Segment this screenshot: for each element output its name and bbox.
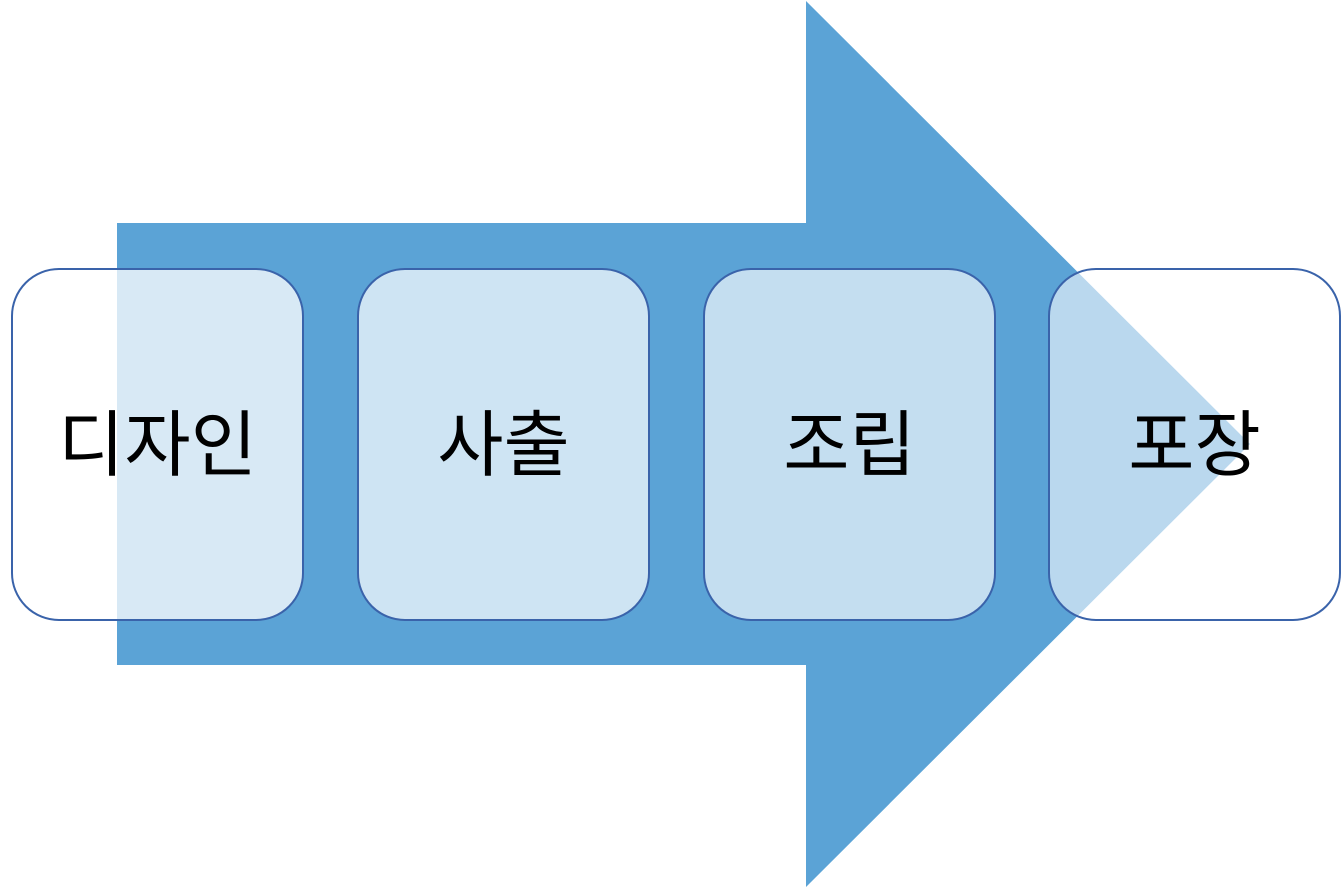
step-box-packaging: 포장 xyxy=(1048,268,1341,621)
step-label-injection: 사출 xyxy=(437,402,570,487)
arrow-shape xyxy=(117,1,1250,887)
step-box-injection: 사출 xyxy=(357,268,650,621)
step-box-assembly: 조립 xyxy=(703,268,996,621)
step-label-packaging: 포장 xyxy=(1128,402,1261,487)
step-label-assembly: 조립 xyxy=(783,402,916,487)
step-label-design: 디자인 xyxy=(58,402,257,487)
step-box-design: 디자인 xyxy=(11,268,304,621)
